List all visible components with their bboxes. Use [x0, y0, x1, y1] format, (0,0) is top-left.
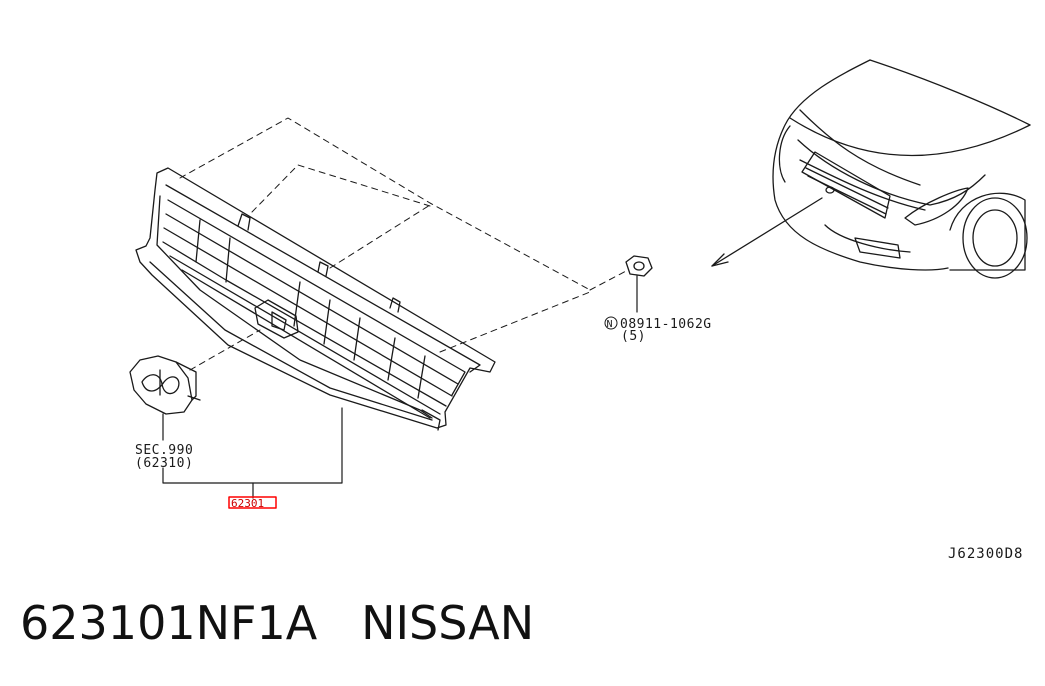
drawing-code: J62300D8 — [948, 546, 1023, 562]
nut-part-number: 08911-1062G — [620, 317, 712, 332]
front-grille — [135, 167, 496, 431]
emblem-ref-line1: SEC.990 — [135, 443, 193, 458]
grille-part-label: 62301 — [231, 497, 264, 510]
grille-callout-highlight — [228, 496, 277, 509]
page-title: 623101NF1A NISSAN — [20, 596, 534, 650]
location-arrow-icon — [711, 197, 823, 267]
nut-symbol: N — [607, 319, 614, 330]
brand-name: NISSAN — [361, 596, 535, 650]
emblem-ref-line2: (62310) — [135, 456, 193, 471]
grille-exploded-diagram: SEC.990 (62310) N 08911-1062G (5) 62301 … — [129, 59, 1031, 562]
nut-quantity: (5) — [621, 329, 646, 344]
clip-nut-icon — [625, 255, 653, 277]
nut-callout: N 08911-1062G (5) — [604, 316, 712, 344]
callout-leaders — [162, 275, 638, 499]
infiniti-emblem-icon — [129, 355, 201, 415]
assembly-guide-lines — [179, 117, 629, 371]
vehicle-front-view-icon — [772, 59, 1031, 279]
part-number: 623101NF1A — [20, 596, 318, 650]
